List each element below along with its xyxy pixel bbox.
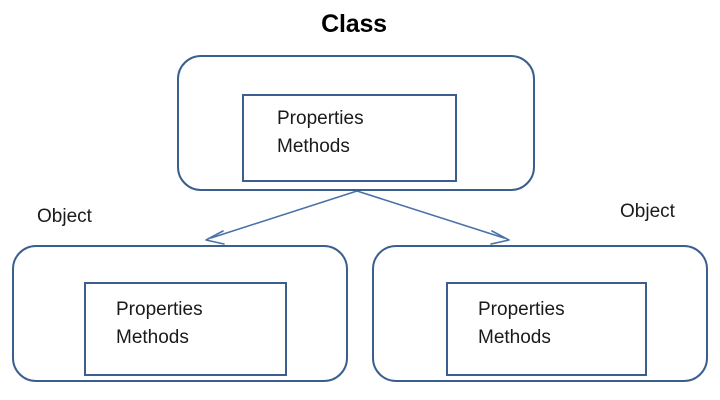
connector-class-to-object-right [356,190,510,245]
diagram-title-text: Class [321,10,387,38]
class-properties-label: Properties [277,108,364,129]
object-left-member-list: Properties Methods [116,296,203,352]
object-left-properties-label: Properties [116,299,203,320]
object-member-box-right[interactable]: Properties Methods [446,282,647,376]
class-methods-label: Methods [277,136,350,158]
object-node-right[interactable]: Properties Methods [372,245,708,382]
object-label-right: Object [620,201,675,222]
class-node[interactable]: Properties Methods [177,55,535,191]
object-right-methods-label: Methods [478,327,551,349]
class-member-box[interactable]: Properties Methods [242,94,457,182]
object-node-left[interactable]: Properties Methods [12,245,348,382]
diagram-title: Class [0,12,720,37]
connector-class-to-object-left [205,190,358,245]
object-left-methods-label: Methods [116,327,189,349]
arrowhead-right-icon [490,230,510,245]
object-right-properties-label: Properties [478,299,565,320]
object-right-member-list: Properties Methods [478,296,565,352]
class-member-list: Properties Methods [277,105,364,161]
arrowhead-left-icon [205,230,225,245]
object-label-left: Object [37,206,92,227]
object-member-box-left[interactable]: Properties Methods [84,282,287,376]
